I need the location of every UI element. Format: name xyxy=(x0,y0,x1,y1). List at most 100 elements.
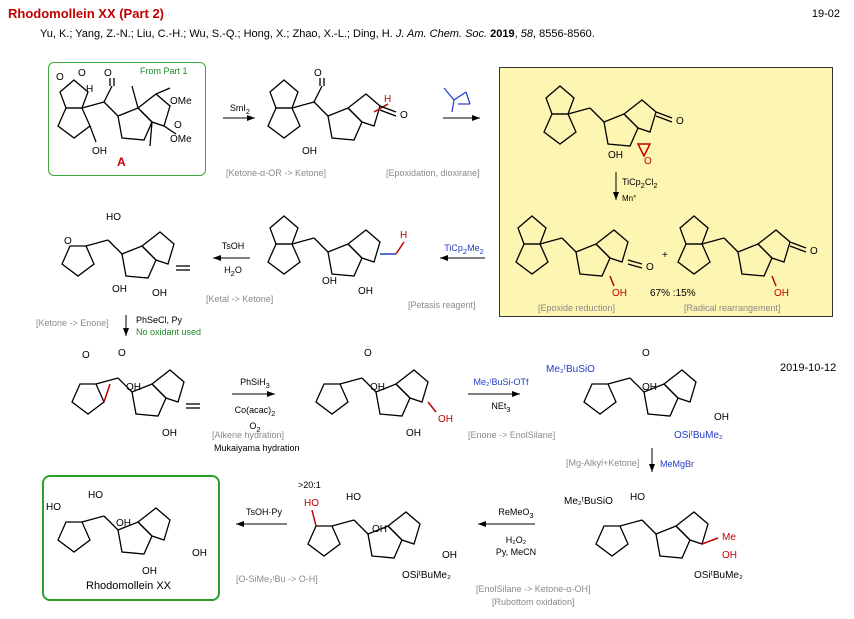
reagent-step3-sub2: 2 xyxy=(653,180,658,190)
molecule-rubottom-product: HO HO OH OH OSiᵗBuMe₂ xyxy=(304,492,457,581)
reagent-step10: ReMeO3 H₂O₂ Py, MeCN xyxy=(488,506,544,558)
reagent-step10-line2: H₂O₂ xyxy=(505,534,527,545)
atom-ho: HO xyxy=(106,212,121,223)
reagent-step6: PhSeCl, Py No oxidant used xyxy=(136,314,201,338)
atom-ome-2: OMe xyxy=(170,134,192,145)
reagent-step4-text: TiCp xyxy=(444,243,463,253)
reagent-step8: Me₂ᵗBuSi-OTf NEt3 xyxy=(470,376,532,416)
atom-o-epoxide: O xyxy=(644,156,652,167)
reagent-step1-text: SmI xyxy=(229,103,246,113)
atom-me-red: Me xyxy=(722,532,736,543)
atom-o-2: O xyxy=(118,348,126,359)
molecule-grignard-product: Me₂ᵗBuSiO HO Me OH OSiᵗBuMe₂ xyxy=(564,492,743,581)
molecule-radical-rearrangement: O OH xyxy=(677,215,818,299)
reagent-step5-tail: O xyxy=(234,265,242,275)
atom-h-red: H xyxy=(400,230,407,241)
atom-oh-2: OH xyxy=(162,428,177,439)
atom-o-dioxolane-1: O xyxy=(56,72,64,83)
atom-oh: OH xyxy=(358,286,373,297)
desc-step12: [O-SiMe₂ᵗBu -> O-H] xyxy=(236,574,318,584)
molecule-epoxide-reduction: O OH xyxy=(515,215,654,299)
atom-o-ketal: O xyxy=(174,120,182,131)
reagent-step10-text: ReMeO xyxy=(498,507,530,517)
atom-oh-red: OH xyxy=(612,288,627,299)
atom-oh-2: OH xyxy=(192,548,207,559)
atom-oh: OH xyxy=(370,382,385,393)
reagent-step3-sub: 2 xyxy=(640,180,645,190)
atom-oh: OH xyxy=(302,146,317,157)
date-stamp: 2019-10-12 xyxy=(780,362,837,374)
atom-oh: OH xyxy=(608,150,623,161)
atom-ho-2: HO xyxy=(88,490,103,501)
page-title: Rhodomollein XX (Part 2) xyxy=(8,6,165,21)
highlight-box xyxy=(499,67,833,317)
plus-sign: + xyxy=(662,250,668,261)
dioxirane-icon xyxy=(443,87,471,113)
desc-step2: [Epoxidation, dioxirane] xyxy=(386,168,480,178)
atom-oh-3: OH xyxy=(142,566,157,577)
reagent-step7-sub: 3 xyxy=(265,380,270,390)
molecule-epoxide: O OH O xyxy=(543,85,684,167)
reagent-step7-line3: O xyxy=(249,420,257,431)
atom-o: O xyxy=(400,110,408,121)
final-product-label: Rhodomollein XX xyxy=(86,580,171,592)
desc-step1: [Ketone-α-OR -> Ketone] xyxy=(226,168,327,178)
atom-o-dioxolane-2: O xyxy=(78,68,86,79)
atom-oh-2: OH xyxy=(714,412,729,423)
molecule-diketone: O HO OH OH xyxy=(61,212,190,299)
molecule-hydration-product: O OH OH OH xyxy=(315,348,453,439)
reagent-step4-sub: 2 xyxy=(462,246,468,256)
molecule-rhodomollein-xx: HO HO OH OH OH xyxy=(46,490,207,577)
reagent-step5-line2: H xyxy=(224,265,231,275)
from-part1-label: From Part 1 xyxy=(140,66,188,76)
reagent-step1: SmI2 xyxy=(224,102,256,118)
desc-step5: [Ketal -> Ketone] xyxy=(206,294,274,304)
desc-step8: [Enone -> EnolSilane] xyxy=(468,430,556,440)
reagent-step3-text: TiCp xyxy=(622,177,641,187)
reagent-step8-sub: 3 xyxy=(506,404,511,414)
final-product-box xyxy=(42,475,220,601)
atom-o: O xyxy=(676,116,684,127)
citation-journal: J. Am. Chem. Soc. xyxy=(395,28,488,40)
reagent-step10-line3: Py, MeCN xyxy=(495,546,537,557)
reagent-step3-line2: Mn° xyxy=(622,193,637,203)
reagent-step8-line2: NEt xyxy=(491,401,507,411)
atom-oh-red: OH xyxy=(722,550,737,561)
desc-radical-rearrangement: [Radical rearrangement] xyxy=(684,303,781,313)
reagent-step12: TsOH·Py xyxy=(246,507,282,517)
desc-epoxide-reduction: [Epoxide reduction] xyxy=(538,303,616,313)
desc-step7: [Alkene hydration] xyxy=(212,430,285,440)
molecule-enone: O O OH OH xyxy=(71,348,200,439)
atom-ho: HO xyxy=(346,492,361,503)
atom-o: O xyxy=(64,236,72,247)
citation-pages: , 8556-8560. xyxy=(533,28,595,40)
reagent-step4-tail: Me xyxy=(467,243,480,253)
atom-otbs: OSiᵗBuMe₂ xyxy=(402,570,451,581)
desc-step6: [Ketone -> Enone] xyxy=(36,318,109,328)
reagent-step7: PhSiH3 Co(acac)2 O2 xyxy=(232,376,278,435)
compound-a-box xyxy=(48,62,206,176)
reagent-step7-line2: Co(acac) xyxy=(234,404,272,415)
reagent-step3: TiCp2Cl2 Mn° xyxy=(622,176,658,205)
atom-oh-2: OH xyxy=(442,550,457,561)
yield-ratio: 67% :15% xyxy=(650,288,696,299)
reagent-step8-text: Me₂ᵗBuSi-OTf xyxy=(473,377,529,387)
citation-volume: 58 xyxy=(520,28,534,40)
atom-tbso: Me₂ᵗBuSiO xyxy=(546,364,595,375)
reagent-step7-sub2: 2 xyxy=(271,408,276,418)
atom-o: O xyxy=(104,68,112,79)
atom-h: H xyxy=(86,84,93,95)
reagent-step5-sub: 2 xyxy=(230,268,235,278)
atom-o-2: O xyxy=(314,68,322,79)
mukaiyama-label: Mukaiyama hydration xyxy=(214,443,300,453)
citation-authors: Yu, K.; Yang, Z.-N.; Liu, C.-H.; Wu, S.-… xyxy=(40,28,393,40)
selectivity-label: >20:1 xyxy=(298,480,321,490)
atom-oh: OH xyxy=(372,524,387,535)
reagent-step7-sub3: 2 xyxy=(256,424,261,434)
atom-ho-red: HO xyxy=(304,498,319,509)
desc-step9: [Mg-Alkyl+Ketone] xyxy=(566,458,640,468)
compound-a-label: A xyxy=(117,155,126,169)
atom-o: O xyxy=(810,246,818,257)
desc-step10: [EnolSilane -> Ketone-α-OH] xyxy=(476,584,591,594)
